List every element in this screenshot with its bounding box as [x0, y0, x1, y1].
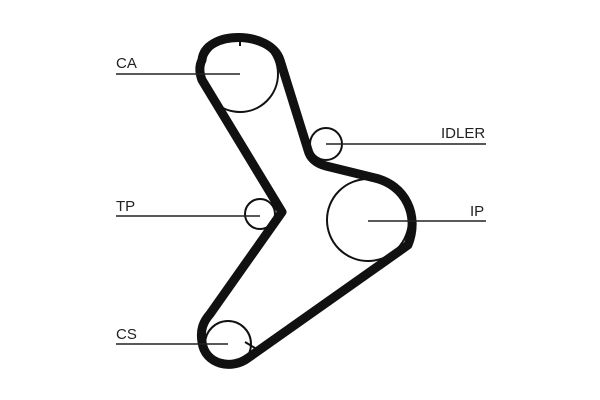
tensioner-pulley — [244, 198, 276, 230]
tensioner-label: TP — [116, 198, 135, 215]
camshaft-label: CA — [116, 55, 137, 72]
injection-pump-label: IP — [470, 203, 484, 220]
injection-pump-pulley — [326, 178, 410, 262]
idler-label: IDLER — [441, 125, 485, 142]
crankshaft-timing-mark — [244, 341, 256, 349]
crankshaft-label: CS — [116, 326, 137, 343]
timing-belt — [195, 33, 417, 369]
